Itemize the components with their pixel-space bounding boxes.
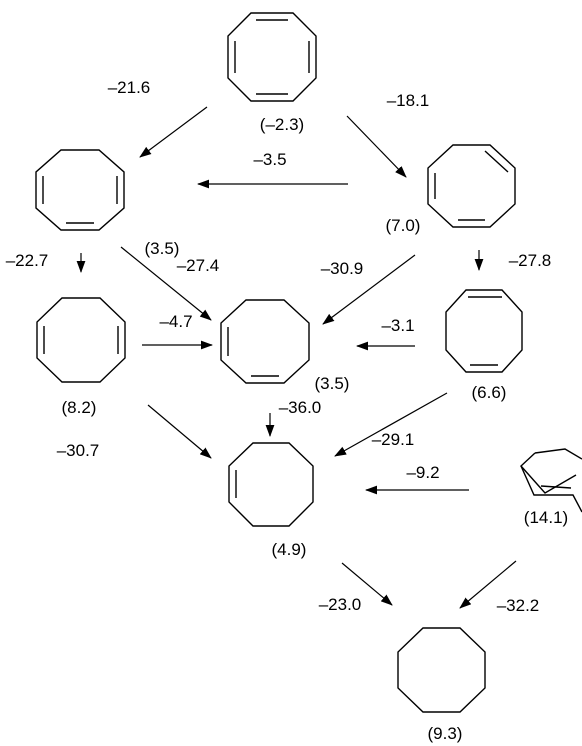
value-tcoe-to-coa: –32.2 (497, 596, 540, 615)
cyclooctatriene-right-structure (427, 144, 516, 228)
arrow-trans-to-coe (334, 392, 448, 457)
arrow-left-to-13 (120, 246, 212, 321)
value-right-to-trans: –27.8 (509, 251, 552, 270)
value-cot-to-left: –21.6 (108, 78, 151, 97)
cyclooctadiene-15-structure (36, 297, 126, 383)
trans-cyclooctene-structure (520, 448, 582, 513)
value-cot-to-right: –18.1 (387, 91, 430, 110)
cyclooctatetraene-structure (227, 12, 317, 102)
arrow-tcoe-to-coa (459, 560, 517, 609)
cyclooctane-structure (397, 627, 486, 713)
label-cyclooctadiene-13: (3.5) (315, 374, 350, 393)
label-trans-cyclooctene: (14.1) (524, 508, 568, 527)
cis-cyclooctene-structure (228, 442, 314, 527)
arrow-cot-to-left (139, 106, 208, 158)
arrow-cot-to-right (346, 115, 407, 178)
cyclooctatriene-left-structure (35, 149, 125, 231)
label-cis-cyclooctene: (4.9) (272, 540, 307, 559)
arrow-coe-to-coa (341, 562, 393, 606)
value-trans-to-coe: –29.1 (372, 430, 415, 449)
label-cyclooctadiene-trans: (6.6) (472, 383, 507, 402)
label-cyclooctane: (9.3) (428, 724, 463, 743)
molecule-labels: (–2.3) (3.5) (7.0) (8.2) (3.5) (6.6) (4.… (62, 115, 569, 743)
label-cyclooctadiene-15: (8.2) (62, 398, 97, 417)
value-13-to-coe: –36.0 (279, 398, 322, 417)
reaction-arrows (76, 106, 517, 609)
label-cyclooctatetraene: (–2.3) (260, 115, 304, 134)
cyclooctadiene-trans-structure (445, 289, 523, 373)
label-cyclooctatriene-left: (3.5) (145, 239, 180, 258)
value-15-to-coe: –30.7 (57, 441, 100, 460)
arrow-15-to-coe (147, 404, 212, 459)
value-tcoe-to-coe: –9.2 (406, 463, 439, 482)
cyclooctadiene-13-structure (220, 299, 310, 384)
value-trans-to-13: –3.1 (381, 316, 414, 335)
arrow-right-to-13 (322, 254, 416, 325)
value-15-to-13: –4.7 (159, 312, 192, 331)
value-right-to-13: –30.9 (321, 259, 364, 278)
value-right-to-left: –3.5 (253, 150, 286, 169)
value-coe-to-coa: –23.0 (319, 595, 362, 614)
value-left-to-15: –22.7 (6, 251, 49, 270)
value-left-to-13: –27.4 (177, 256, 220, 275)
enthalpy-labels: –21.6 –18.1 –3.5 –22.7 –27.4 –30.9 –27.8… (6, 78, 552, 615)
label-cyclooctatriene-right: (7.0) (386, 216, 421, 235)
